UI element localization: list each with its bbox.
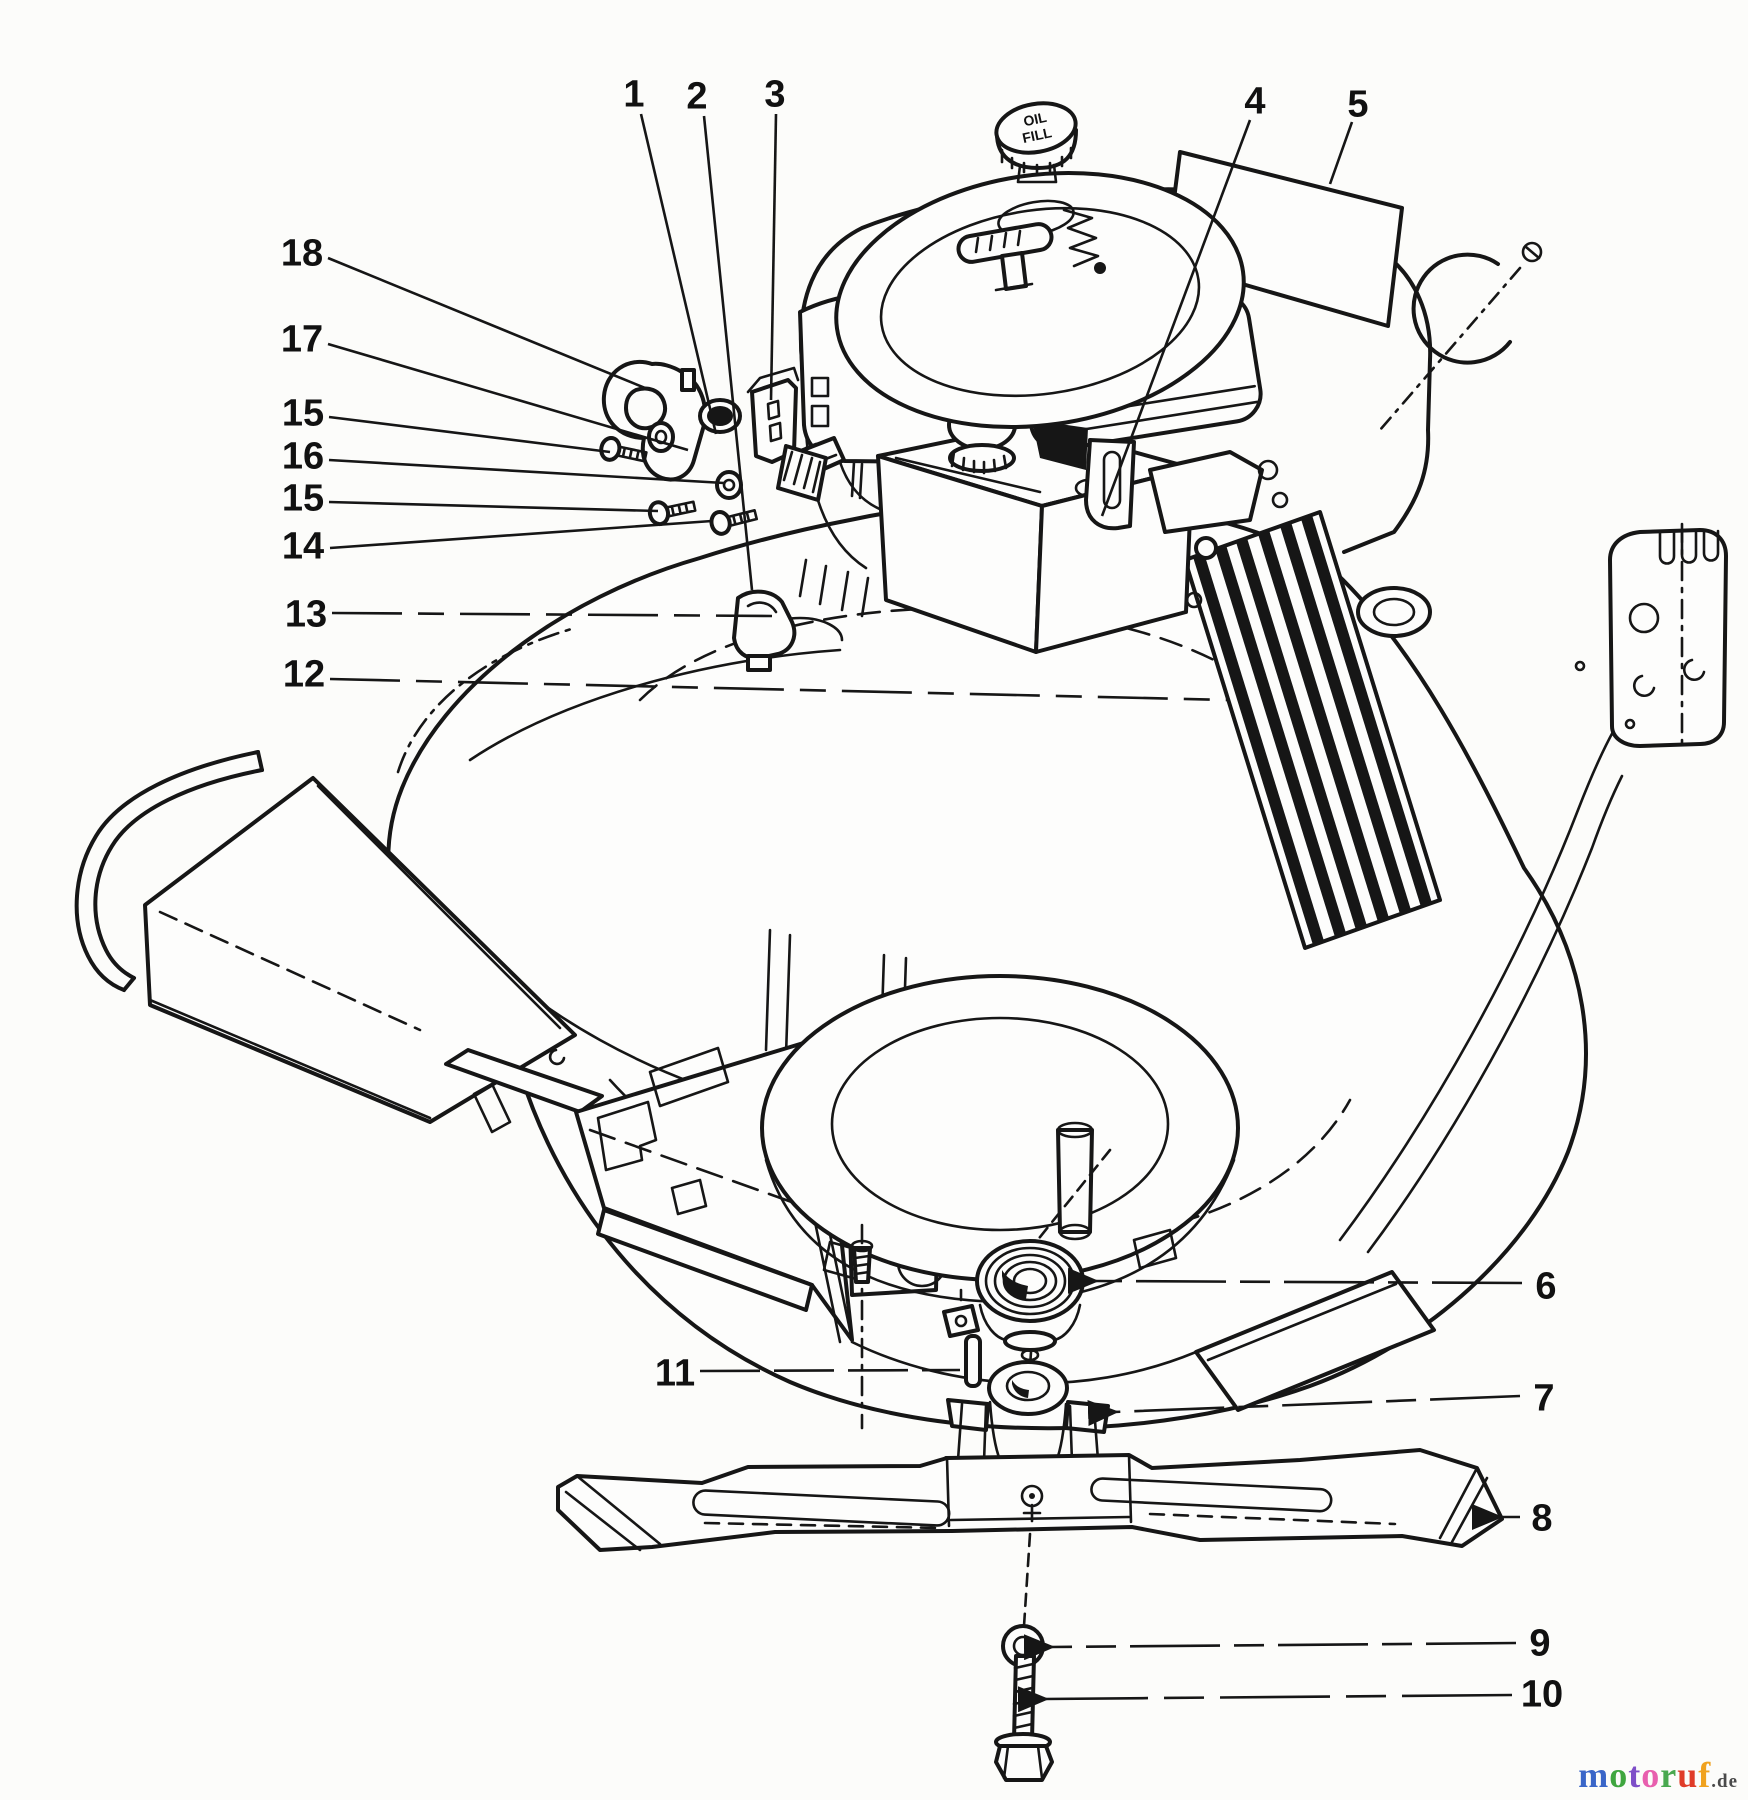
leader-line-3 bbox=[769, 113, 778, 401]
deck-hole-boss bbox=[1356, 586, 1432, 638]
oil-fill-text-line2: FILL bbox=[1021, 124, 1054, 146]
muffler-fins bbox=[1183, 510, 1442, 950]
callout-label-15: 15 bbox=[282, 478, 324, 520]
leader-line-5 bbox=[1328, 121, 1354, 185]
callout-label-12: 12 bbox=[283, 654, 325, 696]
screw-14 bbox=[709, 509, 759, 536]
leader-line-14 bbox=[329, 519, 713, 550]
callout-label-2: 2 bbox=[686, 76, 707, 118]
watermark-letter: f bbox=[1698, 1755, 1712, 1795]
callout-label-1: 1 bbox=[623, 74, 644, 116]
leader-line-6 bbox=[1067, 1267, 1523, 1294]
cable-clamp bbox=[732, 589, 797, 672]
callout-label-14: 14 bbox=[282, 526, 324, 568]
watermark-letters: motoruf bbox=[1578, 1755, 1711, 1795]
callout-label-17: 17 bbox=[281, 319, 323, 361]
carburetor bbox=[1084, 438, 1289, 534]
watermark-letter: o bbox=[1641, 1755, 1661, 1795]
oil-fill-cap: OIL FILL bbox=[994, 101, 1078, 184]
leader-line-17 bbox=[327, 342, 689, 452]
throttle-linkage bbox=[599, 360, 828, 672]
blade-bolt bbox=[994, 1654, 1054, 1782]
leader-line-10 bbox=[1017, 1686, 1513, 1713]
callout-label-3: 3 bbox=[764, 74, 785, 116]
circlip bbox=[1378, 241, 1543, 432]
leader-line-11 bbox=[699, 1368, 961, 1373]
engine-assembly: OIL FILL bbox=[796, 101, 1543, 950]
callout-label-6: 6 bbox=[1535, 1266, 1556, 1308]
oil-fill-text-line1: OIL bbox=[1022, 109, 1049, 130]
leader-line-12 bbox=[329, 677, 1231, 702]
watermark-logo: motoruf.de bbox=[1578, 1754, 1738, 1796]
callout-label-4: 4 bbox=[1244, 81, 1265, 123]
leader-line-18 bbox=[327, 256, 651, 392]
left-handle-bracket bbox=[74, 750, 604, 1134]
leader-line-15 bbox=[328, 415, 611, 454]
watermark-letter: t bbox=[1628, 1755, 1642, 1795]
leader-line-13 bbox=[331, 611, 773, 618]
callout-label-18: 18 bbox=[281, 233, 323, 275]
callout-label-8: 8 bbox=[1531, 1498, 1552, 1540]
watermark-letter: u bbox=[1677, 1755, 1699, 1795]
callout-label-5: 5 bbox=[1347, 84, 1368, 126]
callout-label-16: 16 bbox=[282, 436, 324, 478]
callout-label-13: 13 bbox=[285, 594, 327, 636]
watermark-letter: m bbox=[1578, 1755, 1610, 1795]
leader-line-9 bbox=[1023, 1634, 1517, 1661]
leader-line-4 bbox=[1100, 119, 1252, 517]
leader-line-7 bbox=[1087, 1394, 1521, 1427]
blade bbox=[556, 1448, 1504, 1552]
callout-label-15: 15 bbox=[282, 393, 324, 435]
right-handle-bracket bbox=[1194, 522, 1728, 1412]
recoil-starter bbox=[834, 170, 1246, 430]
screw-15a bbox=[599, 435, 648, 463]
watermark-suffix: .de bbox=[1711, 1771, 1738, 1792]
callout-label-7: 7 bbox=[1533, 1378, 1554, 1420]
callout-label-10: 10 bbox=[1521, 1674, 1563, 1716]
leader-line-2 bbox=[702, 115, 754, 591]
callout-label-9: 9 bbox=[1529, 1623, 1550, 1665]
watermark-letter: r bbox=[1660, 1755, 1678, 1795]
leader-line-15 bbox=[328, 500, 659, 513]
watermark-letter: o bbox=[1609, 1755, 1629, 1795]
leader-line-1 bbox=[639, 113, 718, 435]
callout-label-11: 11 bbox=[655, 1353, 695, 1395]
leader-line-16 bbox=[328, 458, 725, 485]
shaft-key bbox=[964, 1334, 982, 1388]
